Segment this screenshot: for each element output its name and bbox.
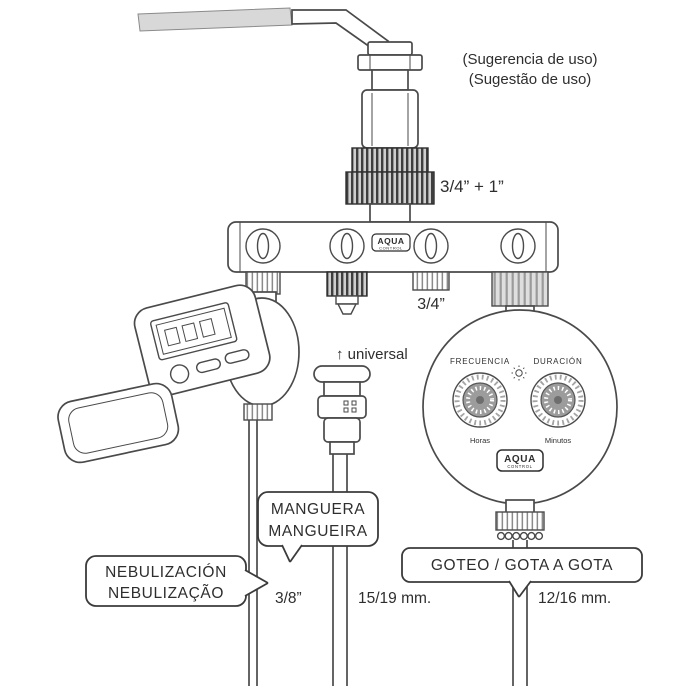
timer-lcd (149, 302, 238, 361)
drip-label-bubble: GOTEO / GOTA A GOTA (401, 547, 643, 598)
frequency-dial-unit: Horas (470, 436, 490, 445)
hose-garden (332, 452, 348, 686)
analog-timer-brand-name: AQUA (504, 454, 536, 465)
valve-knob-3 (413, 228, 449, 264)
duration-dial-unit: Minutos (545, 436, 572, 445)
drip-size-label: 12/16 mm. (538, 590, 611, 607)
outlet-coupling-4 (491, 271, 549, 315)
suggestion-text-es: (Sugerencia de uso) (462, 51, 597, 68)
tap-assembly (137, 7, 435, 223)
manifold-brand-name: AQUA (377, 236, 404, 246)
analog-timer-brand-sub: CONTROL (507, 464, 532, 469)
inlet-adapter (345, 147, 435, 223)
hose-label-es: MANGUERA (271, 501, 365, 518)
valve-knob-2 (329, 228, 365, 264)
outlet-coupling-3 (412, 271, 450, 291)
timer-outlet-coupling (495, 499, 545, 541)
hose-label-bubble: MANGUERA MANGUEIRA (257, 491, 379, 563)
duration-dial (530, 372, 586, 428)
tap-valve-body (357, 41, 423, 149)
timer-hose-coupling (243, 403, 273, 421)
manifold: AQUA CONTROL (227, 221, 559, 273)
hose-mist (248, 420, 258, 686)
gear-icon (511, 365, 527, 381)
frequency-dial (452, 372, 508, 428)
universal-label: ↑ universal (336, 346, 408, 363)
manifold-brand-logo: AQUA CONTROL (371, 233, 411, 252)
analog-timer: FRECUENCIA DURACIÓN Horas (422, 309, 618, 541)
mist-label-es: NEBULIZACIÓN (105, 564, 227, 581)
analog-timer-brand-logo: AQUA CONTROL (496, 449, 544, 472)
mist-label-pt: NEBULIZAÇÃO (108, 585, 224, 602)
manifold-brand-sub: CONTROL (379, 246, 403, 251)
mist-size-label: 3/8” (275, 590, 302, 607)
outlet-coupling-2-universal (326, 271, 368, 315)
outlet-size-label: 3/4” (417, 296, 445, 313)
drip-label: GOTEO / GOTA A GOTA (431, 557, 613, 574)
frequency-dial-label: FRECUENCIA (450, 357, 510, 366)
hose-quick-connector (313, 365, 371, 455)
timer-buttons (169, 349, 250, 384)
digital-timer (57, 284, 300, 464)
timer-lid (57, 382, 180, 464)
adapter-size-label: 3/4” + 1” (440, 177, 504, 196)
hose-size-label: 15/19 mm. (358, 590, 431, 607)
hose-label-pt: MANGUEIRA (268, 523, 367, 540)
tap-handle (137, 7, 293, 32)
valve-knob-4 (500, 228, 536, 264)
suggestion-text-pt: (Sugestão de uso) (469, 71, 592, 88)
duration-dial-label: DURACIÓN (533, 357, 582, 366)
timer-head (133, 284, 271, 397)
valve-knob-1 (245, 228, 281, 264)
mist-label-bubble: NEBULIZACIÓN NEBULIZAÇÃO (85, 555, 269, 607)
